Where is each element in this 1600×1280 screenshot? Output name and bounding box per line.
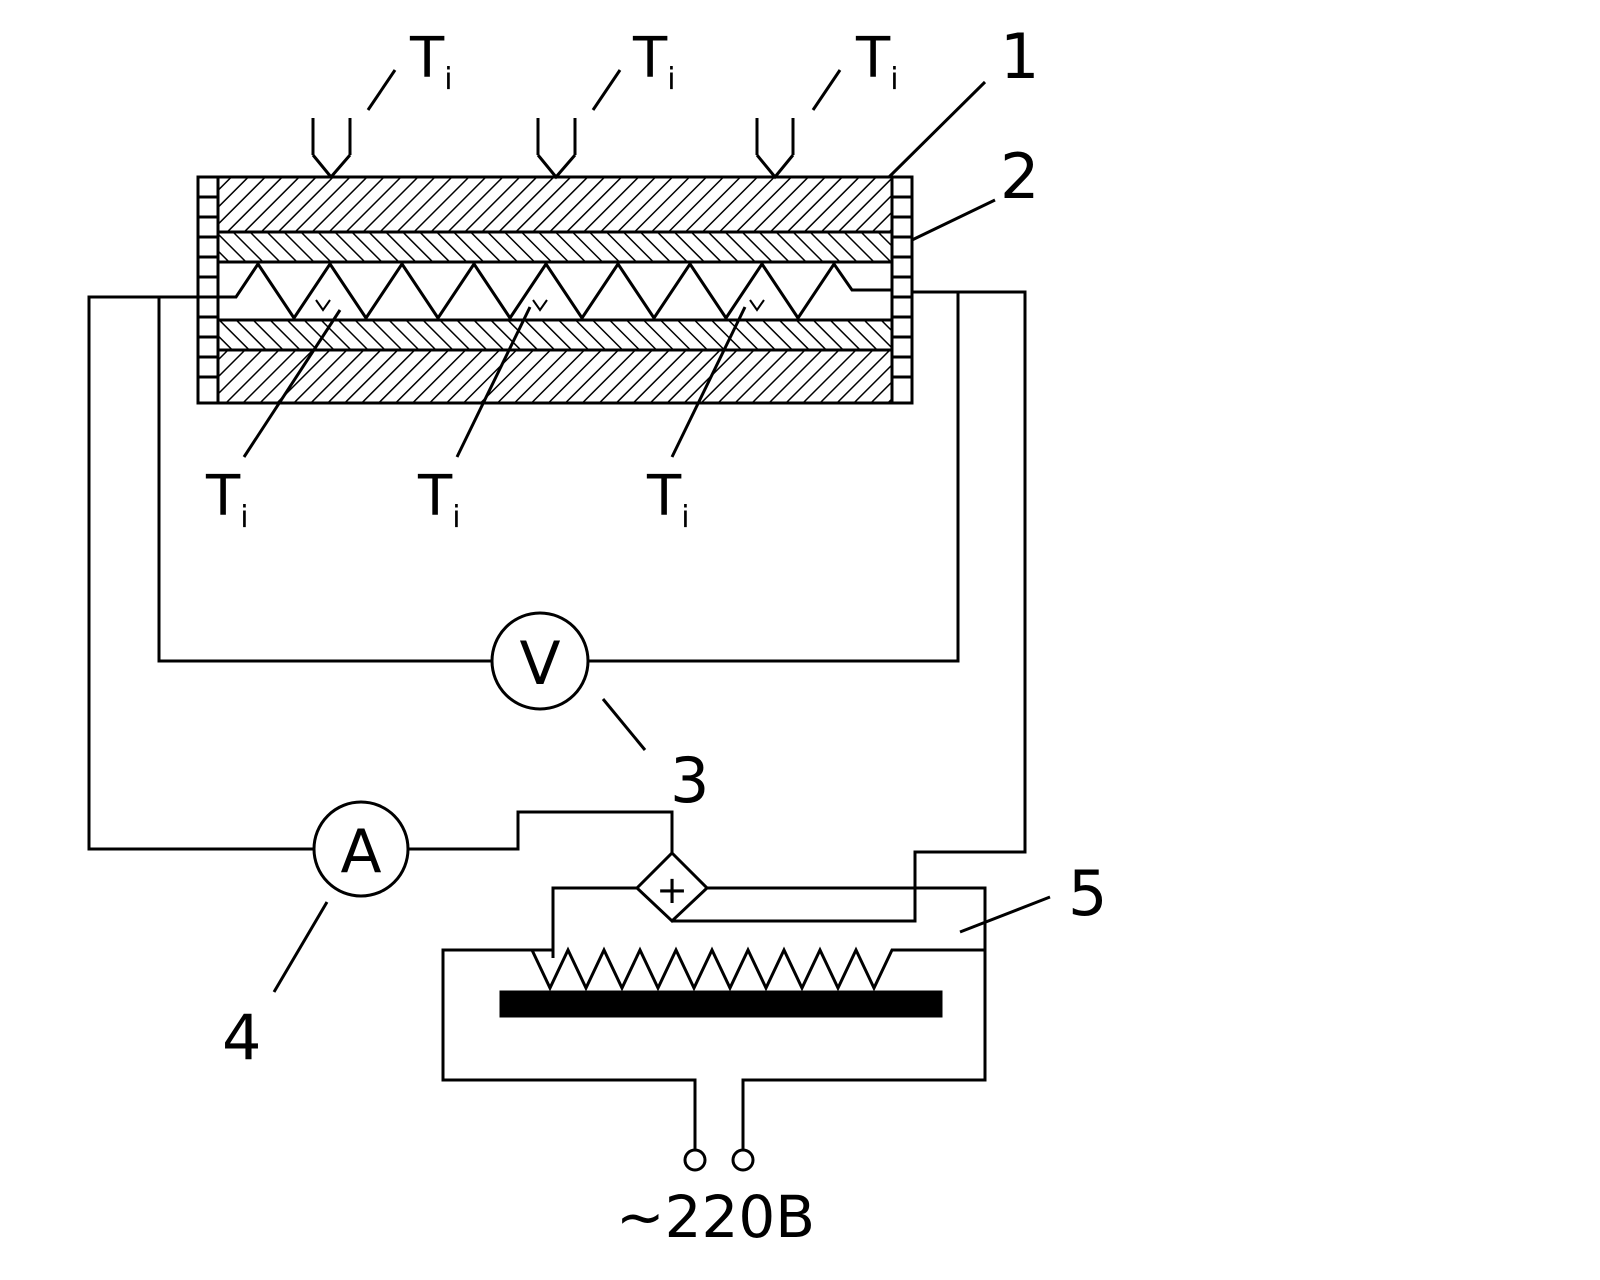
left-insulator-cells bbox=[198, 195, 218, 379]
thermo-label-bottom-1: Ti bbox=[205, 464, 249, 535]
top-heat-plate bbox=[216, 175, 894, 234]
top-thermocouple-3 bbox=[755, 69, 842, 180]
part-2-leader bbox=[911, 198, 996, 242]
part-4-label: 4 bbox=[222, 1001, 261, 1074]
bridge-symbol: + bbox=[656, 868, 688, 912]
thermoelement-zigzag bbox=[218, 261, 892, 321]
part-1-label: 1 bbox=[1000, 20, 1039, 93]
rectifier-bridge bbox=[634, 850, 710, 924]
part-5-leader bbox=[959, 895, 1051, 934]
part-3-label: 3 bbox=[670, 744, 709, 817]
right-insulator-cells bbox=[892, 195, 912, 379]
heater-coil bbox=[523, 946, 985, 992]
thermo-label-bottom-2: Ti bbox=[417, 464, 461, 535]
thermo-label-top-2: Ti bbox=[632, 26, 676, 97]
thermo-label-bottom-3: Ti bbox=[646, 464, 690, 535]
top-thermocouple-2 bbox=[536, 69, 622, 180]
voltmeter bbox=[490, 611, 590, 711]
left-insulator bbox=[196, 175, 220, 405]
part-4-leader bbox=[272, 901, 329, 993]
inner-thermocouple-3 bbox=[670, 299, 765, 458]
bottom-heat-plate bbox=[216, 348, 894, 405]
heater-plate bbox=[499, 990, 943, 1018]
right-insulator bbox=[890, 175, 914, 405]
ammeter bbox=[312, 800, 410, 898]
part-3-leader bbox=[601, 698, 647, 751]
top-thermocouple-1 bbox=[311, 69, 397, 180]
ammeter-circuit-wires bbox=[87, 290, 1027, 923]
supply-label: ~220B bbox=[616, 1183, 815, 1251]
bridge-to-heater-wire-right bbox=[707, 886, 987, 950]
inner-thermocouple-2 bbox=[455, 299, 548, 458]
ammeter-symbol: A bbox=[340, 817, 381, 887]
bottom-ceramic-layer bbox=[216, 318, 894, 352]
part-1-leader bbox=[887, 80, 987, 179]
thermo-label-top-3: Ti bbox=[855, 26, 899, 97]
voltmeter-symbol: V bbox=[519, 629, 560, 699]
heater-housing bbox=[741, 888, 987, 1150]
part-5-label: 5 bbox=[1068, 857, 1107, 930]
part-2-label: 2 bbox=[1000, 140, 1039, 213]
supply-terminal-left bbox=[683, 1148, 707, 1172]
heater-housing-left bbox=[441, 948, 697, 1150]
inner-thermocouple-1 bbox=[242, 299, 342, 458]
thermo-label-top-1: Ti bbox=[409, 26, 453, 97]
bridge-to-heater-wire bbox=[551, 886, 637, 958]
top-ceramic-layer bbox=[216, 230, 894, 264]
module-assembly bbox=[196, 175, 914, 405]
supply-terminal-right bbox=[731, 1148, 755, 1172]
